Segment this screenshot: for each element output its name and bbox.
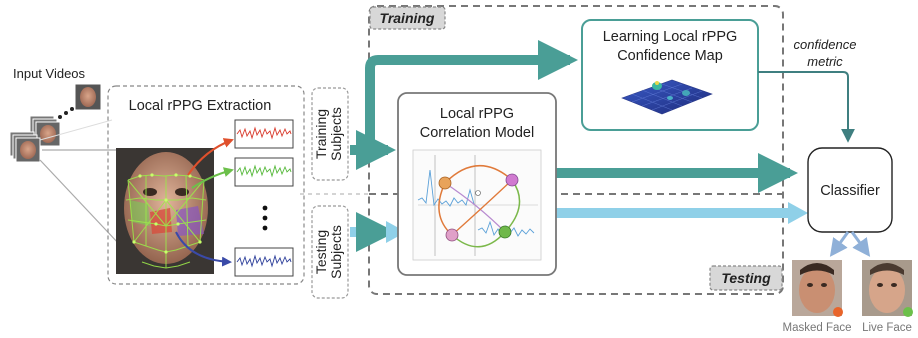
confidence-map-title-line1: Learning Local rPPG [603, 29, 738, 45]
testing-arrowhead-correlation [386, 221, 406, 243]
output-arrow-live [850, 231, 871, 257]
green-signal-arrow [191, 167, 234, 189]
confidence-metric-arrow [758, 71, 855, 143]
training-subjects-box: Training Subjects [311, 87, 349, 181]
testing-tag-label: Testing [721, 270, 771, 286]
confidence-surface-plot [621, 79, 713, 115]
testing-tag: Testing [709, 265, 783, 291]
training-subjects-line2: Subjects [328, 107, 344, 161]
blue-signal-arrow [175, 231, 232, 267]
correlation-model-title-line1: Local rPPG [440, 106, 514, 122]
confidence-metric-line1: confidence [794, 37, 857, 52]
confidence-map-box [581, 19, 759, 131]
training-tag-label: Training [380, 10, 435, 26]
classifier-label: Classifier [820, 183, 880, 199]
correlation-model-title-line2: Correlation Model [420, 125, 534, 141]
masked-face-label: Masked Face [782, 322, 851, 334]
vertical-ellipsis [262, 205, 268, 231]
input-line-3 [39, 119, 113, 141]
signal-red [234, 119, 294, 149]
live-face-label: Live Face [862, 322, 912, 334]
extraction-title: Local rPPG Extraction [129, 98, 272, 114]
signal-green [234, 157, 294, 187]
training-tag: Training [369, 6, 446, 30]
output-arrow-masked [829, 231, 850, 257]
face-landmark-image [116, 148, 214, 274]
live-face-image [862, 260, 913, 317]
masked-face-image [792, 260, 843, 317]
correlation-graph-image [412, 149, 542, 261]
input-line-2 [39, 159, 121, 246]
input-video-thumbnails [9, 83, 102, 163]
signal-blue [234, 247, 294, 277]
classifier-box [807, 147, 893, 233]
testing-arrowhead-classifier [788, 202, 808, 224]
extraction-box [107, 85, 305, 285]
confidence-map-title-line2: Confidence Map [617, 48, 723, 64]
testing-subjects-line2: Subjects [328, 225, 344, 279]
training-subjects-line1: Training [313, 109, 329, 159]
confidence-metric-line2: metric [807, 54, 843, 69]
testing-subjects-box: Testing Subjects [311, 205, 349, 299]
red-signal-arrow [187, 138, 234, 176]
input-videos-label: Input Videos [13, 66, 86, 81]
testing-subjects-line1: Testing [313, 230, 329, 274]
